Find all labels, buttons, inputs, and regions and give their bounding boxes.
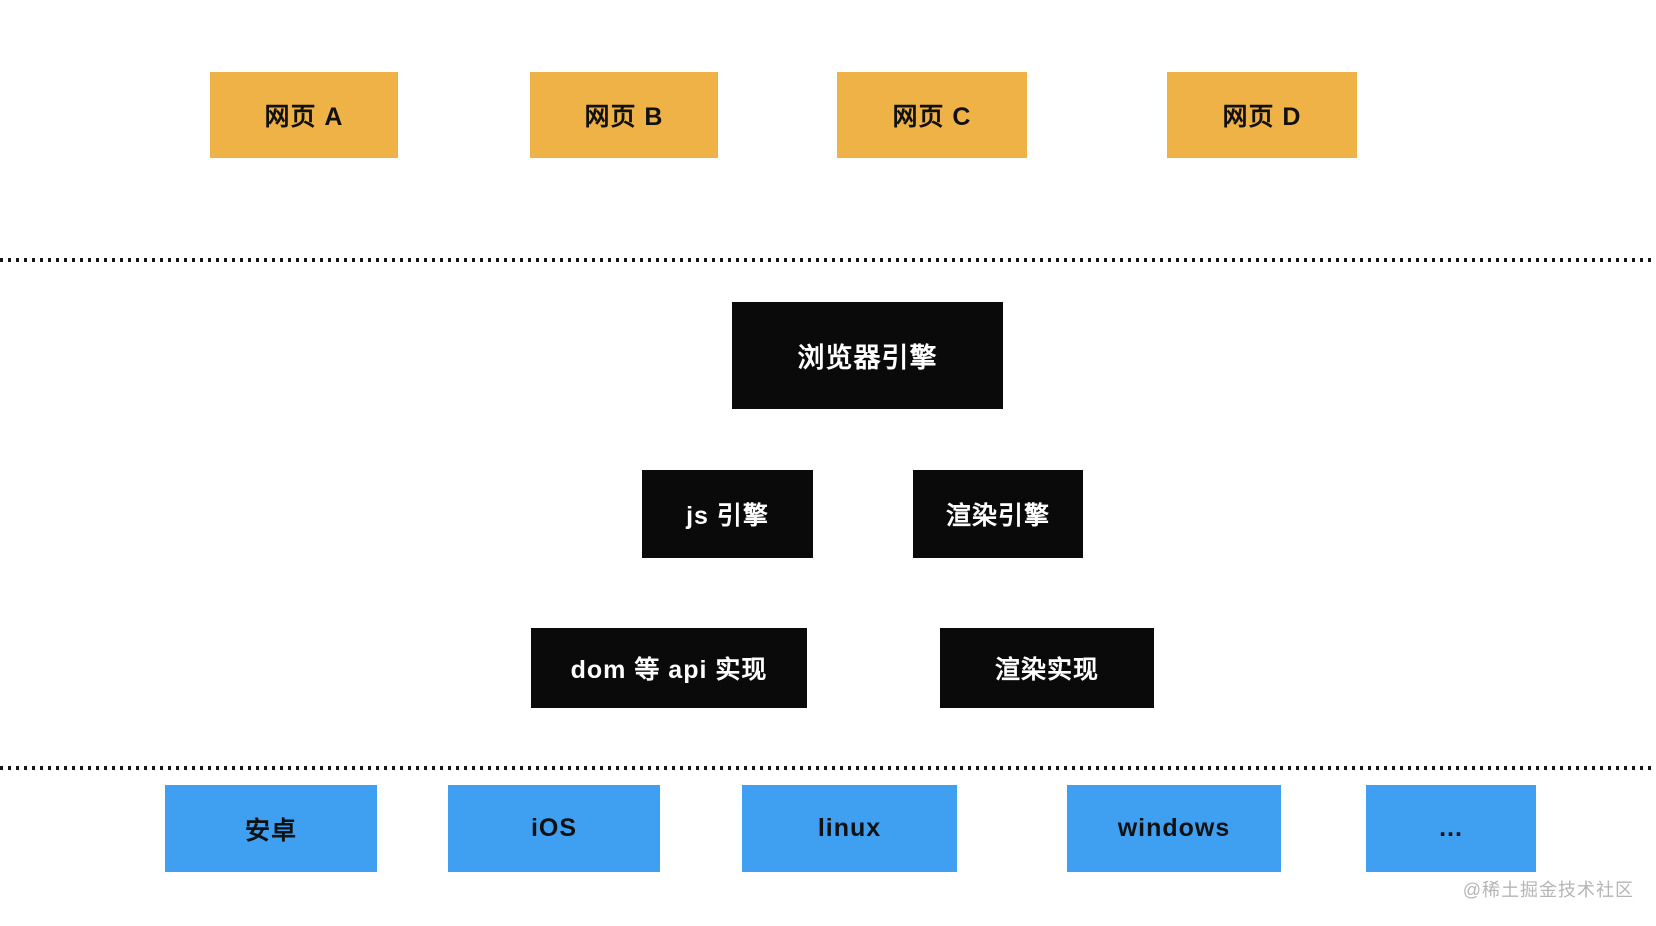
- webpage-b-box: 网页 B: [530, 72, 718, 158]
- webpage-d-box: 网页 D: [1167, 72, 1357, 158]
- platform-ios-box: iOS: [448, 785, 660, 872]
- watermark: @稀土掘金技术社区: [1462, 880, 1634, 900]
- separator-dotted-line-top: [0, 258, 1656, 262]
- webpage-c-box: 网页 C: [837, 72, 1027, 158]
- platform-windows-box: windows: [1067, 785, 1281, 872]
- dom-api-impl-box: dom 等 api 实现: [531, 628, 807, 708]
- separator-dotted-line-bottom: [0, 766, 1656, 770]
- platform-android-box: 安卓: [165, 785, 377, 872]
- js-engine-box: js 引擎: [642, 470, 813, 558]
- platform-linux-box: linux: [742, 785, 957, 872]
- platform-ellipsis-box: ...: [1366, 785, 1536, 872]
- browser-engine-box: 浏览器引擎: [732, 302, 1003, 409]
- webpage-a-box: 网页 A: [210, 72, 398, 158]
- render-engine-box: 渲染引擎: [913, 470, 1083, 558]
- render-impl-box: 渲染实现: [940, 628, 1154, 708]
